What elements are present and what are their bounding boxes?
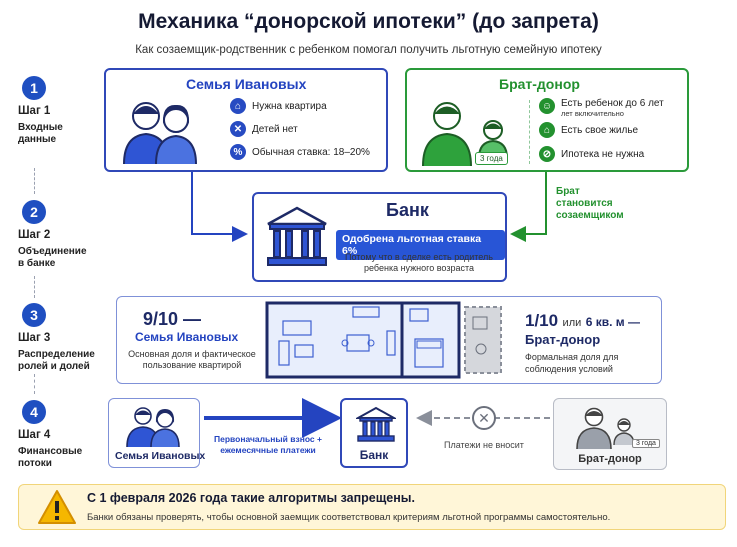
flow-donor-card: 3 года Брат-донор xyxy=(553,398,667,470)
page-title: Механика “донорской ипотеки” (до запрета… xyxy=(138,10,599,33)
couple-icon xyxy=(126,407,180,447)
family-items: ⌂ Нужна квартира ✕ Детей нет % Обычная с… xyxy=(230,98,370,160)
percent-icon: % xyxy=(230,144,246,160)
parent-child-icon xyxy=(422,102,508,166)
warning-banner: С 1 февраля 2026 года такие алгоритмы за… xyxy=(18,484,726,530)
step-number: 3 xyxy=(22,303,46,327)
donor-share-desc: Формальная доля для соблюдения условий xyxy=(525,352,619,374)
step-connector xyxy=(34,374,35,394)
parent-child-icon xyxy=(576,407,635,449)
donor-item-text: Есть ребенок до 6 лет xyxy=(561,98,664,109)
family-card: Семья Ивановых ⌂ Нужна квартира ✕ Детей … xyxy=(104,68,388,172)
flow-family-card: Семья Ивановых xyxy=(108,398,205,468)
family-card-title: Семья Ивановых xyxy=(186,76,307,92)
home-icon: ⌂ xyxy=(230,98,246,114)
family-share-desc: Основная доля и фактическое пользование … xyxy=(128,349,256,370)
share-card: 9/10 — Семья Ивановых Основная доля и фа… xyxy=(116,296,662,384)
family-item-text: Детей нет xyxy=(252,123,298,135)
donor-share: 1/10 xyxy=(525,311,559,330)
x-icon: ✕ xyxy=(230,121,246,137)
no-payment-label: Платежи не вносит xyxy=(444,440,524,450)
family-share-name: Семья Ивановых xyxy=(135,330,239,344)
donor-to-bank-arrow xyxy=(510,172,547,242)
step-label: Шаг 3 xyxy=(18,332,51,344)
step-3: 3 Шаг 3 Распределение ролей и долей xyxy=(18,303,98,373)
bank-icon xyxy=(356,406,396,442)
warning-icon xyxy=(38,490,76,524)
donor-share-sqm: 6 кв. м — xyxy=(585,315,640,329)
couple-icon xyxy=(123,102,197,164)
donor-share-name: Брат-донор xyxy=(525,332,601,347)
warning-title: С 1 февраля 2026 года такие алгоритмы за… xyxy=(87,491,415,505)
donor-items: ☺ Есть ребенок до 6 лет лет включительно… xyxy=(539,98,664,162)
flow-bank-card: Банк xyxy=(340,398,408,468)
flow-donor-label: Брат-донор xyxy=(578,453,642,465)
step-4: 4 Шаг 4 Финансовые потоки xyxy=(18,400,90,470)
step-label: Шаг 4 xyxy=(18,429,51,441)
donor-card: Брат-донор 3 года ☺ Есть ребенок до 6 ле… xyxy=(405,68,689,172)
page-subtitle: Как созаемщик-родственник с ребенком пом… xyxy=(135,44,602,56)
step-number: 2 xyxy=(22,200,46,224)
step-desc: Входные данные xyxy=(18,122,63,145)
step-number: 1 xyxy=(22,76,46,100)
child-icon: ☺ xyxy=(539,98,555,114)
bank-note: Потому что в сделке есть родитель ребенк… xyxy=(345,252,493,273)
family-item-text: Нужна квартира xyxy=(252,100,327,112)
approved-rate-badge: Одобрена льготная ставка 6% xyxy=(336,230,505,260)
step-desc: Распределение ролей и долей xyxy=(18,349,95,372)
family-item-text: Обычная ставка: 18–20% xyxy=(252,146,370,158)
donor-item-text: Ипотека не нужна xyxy=(561,148,645,160)
no-payment-icon: ✕ xyxy=(472,406,496,430)
bank-title: Банк xyxy=(386,200,429,220)
step-number: 4 xyxy=(22,400,46,424)
family-to-bank-arrow xyxy=(191,172,248,242)
flow-family-label: Семья Ивановых xyxy=(115,450,206,462)
child-age-badge: 3 года xyxy=(475,152,508,165)
home-icon: ⌂ xyxy=(539,122,555,138)
flow-bank-label: Банк xyxy=(359,448,389,462)
family-share: 9/10 — xyxy=(143,309,202,329)
step-connector xyxy=(34,276,35,298)
donor-card-title: Брат-донор xyxy=(499,76,580,92)
step-1: 1 Шаг 1 Входные данные xyxy=(18,76,90,146)
donor-item-text: Есть свое жилье xyxy=(561,124,639,136)
flow-child-age-badge: 3 года xyxy=(632,439,660,448)
bank-icon xyxy=(267,206,327,266)
step-label: Шаг 1 xyxy=(18,105,51,117)
step-connector xyxy=(34,168,35,194)
warning-text: Банки обязаны проверять, чтобы основной … xyxy=(87,512,611,523)
bank-card: Банк Одобрена льготная ставка 6% Потому … xyxy=(252,192,507,282)
payment-label: Первоначальный взнос + ежемесячные плате… xyxy=(214,434,322,455)
step-desc: Финансовые потоки xyxy=(18,446,83,469)
donor-share-or: или xyxy=(562,317,582,329)
floor-plan xyxy=(265,301,502,379)
donor-divider xyxy=(529,100,530,164)
no-icon: ⊘ xyxy=(539,146,555,162)
donor-share-line: 1/10 или 6 кв. м — xyxy=(525,311,640,331)
step-desc: Объединение в банке xyxy=(18,246,87,269)
step-2: 2 Шаг 2 Объединение в банке xyxy=(18,200,90,270)
donor-arrow-label: Брат становится созаемщиком xyxy=(556,186,624,221)
step-label: Шаг 2 xyxy=(18,229,51,241)
donor-item-note: лет включительно xyxy=(561,109,624,118)
